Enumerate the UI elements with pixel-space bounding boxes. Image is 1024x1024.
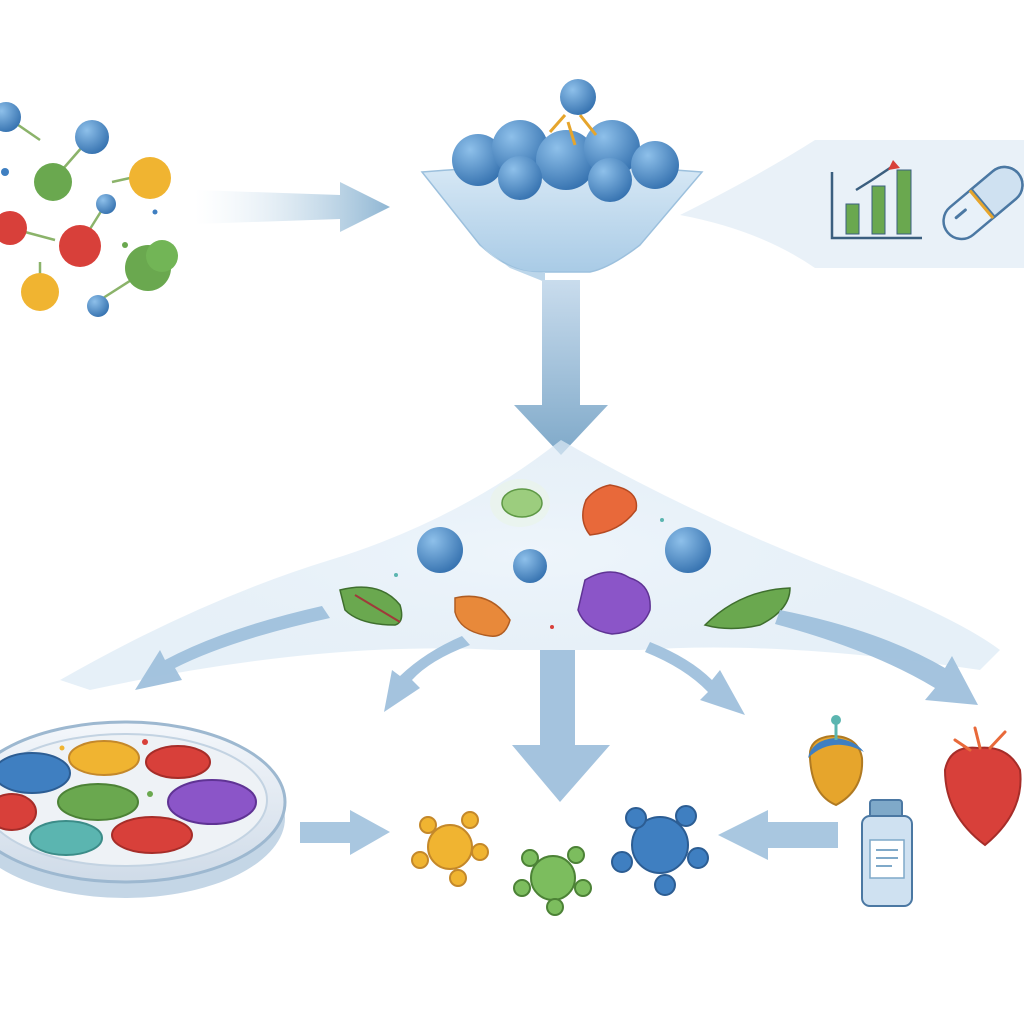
molecule-cluster-icon bbox=[0, 102, 178, 317]
flow-arrow-dish-to-microbes bbox=[300, 810, 390, 855]
flow-arrow-down-center bbox=[514, 280, 608, 455]
petri-dish-icon bbox=[0, 720, 287, 898]
flow-arrow-into-funnel bbox=[195, 182, 390, 232]
organ-icon bbox=[808, 715, 1022, 847]
flow-arrow-vial-to-microbes bbox=[718, 810, 838, 860]
candidate-pool bbox=[60, 440, 1000, 802]
data-panel bbox=[680, 140, 1024, 268]
capsule-icon bbox=[942, 165, 1024, 241]
branch-arrows bbox=[135, 606, 978, 802]
microbe-icon bbox=[411, 805, 709, 916]
cell-cluster-icon bbox=[339, 479, 791, 637]
bar-chart-icon bbox=[830, 160, 922, 240]
vial-icon bbox=[861, 799, 913, 907]
funnel-icon bbox=[420, 79, 704, 282]
